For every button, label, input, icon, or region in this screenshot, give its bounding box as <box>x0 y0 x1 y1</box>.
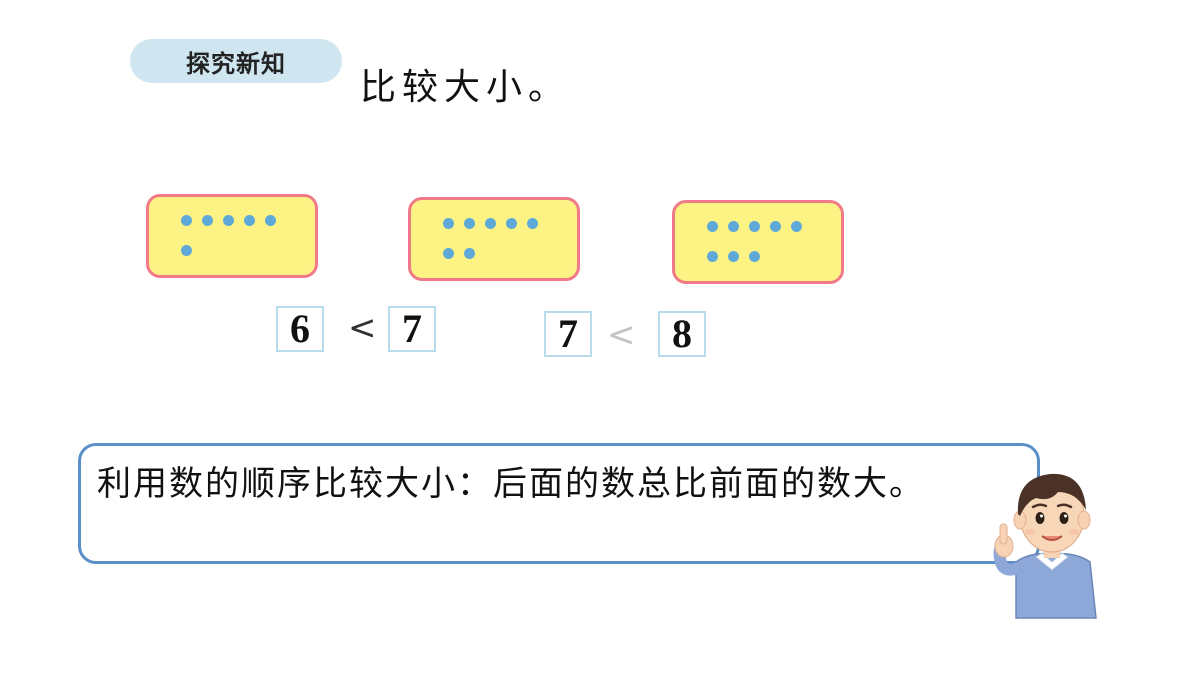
counting-dot <box>464 218 475 229</box>
comparison-2-left-number: 7 <box>544 311 592 357</box>
counting-dot <box>443 218 454 229</box>
counting-dot <box>181 245 192 256</box>
dot-card-2 <box>408 197 580 281</box>
counting-dot <box>791 221 802 232</box>
counting-dot <box>728 251 739 262</box>
dot-row <box>181 245 192 256</box>
section-badge-label: 探究新知 <box>186 49 286 78</box>
counting-dot <box>770 221 781 232</box>
dot-row <box>707 221 802 232</box>
dot-row <box>443 248 475 259</box>
counting-dot <box>485 218 496 229</box>
comparison-1-less-than-symbol: < <box>348 308 377 348</box>
counting-dot <box>506 218 517 229</box>
comparison-2-right-number: 8 <box>658 311 706 357</box>
counting-dot <box>265 215 276 226</box>
counting-dot <box>527 218 538 229</box>
page-title: 比较大小。 <box>360 67 571 108</box>
comparison-1-left-number: 6 <box>276 306 324 352</box>
counting-dot <box>728 221 739 232</box>
comparison-1-right-number: 7 <box>388 306 436 352</box>
dot-card-1 <box>146 194 318 278</box>
dot-row <box>443 218 538 229</box>
boy-pointing-illustration <box>993 473 1097 619</box>
dot-card-3 <box>672 200 844 284</box>
rule-box: 利用数的顺序比较大小：后面的数总比前面的数大。 <box>78 443 1040 564</box>
dot-row <box>707 251 760 262</box>
rule-text: 利用数的顺序比较大小：后面的数总比前面的数大。 <box>97 464 925 504</box>
dot-row <box>181 215 276 226</box>
counting-dot <box>443 248 454 259</box>
counting-dot <box>244 215 255 226</box>
counting-dot <box>464 248 475 259</box>
comparison-2-less-than-symbol: < <box>607 315 636 355</box>
counting-dot <box>749 251 760 262</box>
counting-dot <box>202 215 213 226</box>
counting-dot <box>707 251 718 262</box>
section-badge: 探究新知 <box>130 39 342 83</box>
counting-dot <box>707 221 718 232</box>
counting-dot <box>223 215 234 226</box>
counting-dot <box>749 221 760 232</box>
counting-dot <box>181 215 192 226</box>
